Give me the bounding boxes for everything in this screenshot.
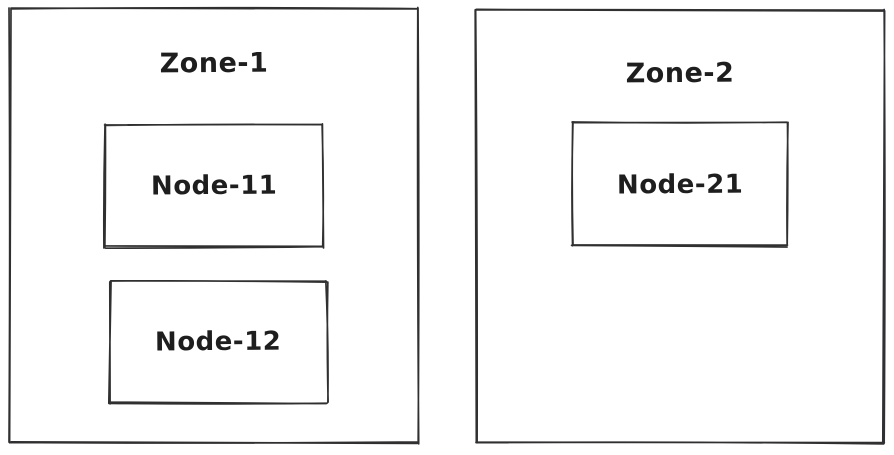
zone-2-container: Zone-2 Node-21 — [474, 8, 886, 445]
node-21-label: Node-21 — [616, 169, 744, 200]
node-21-box: Node-21 — [570, 121, 789, 248]
node-11-label: Node-11 — [150, 170, 278, 202]
zone-1-container: Zone-1 Node-11 Node-12 — [8, 6, 420, 445]
zone-1-label: Zone-1 — [159, 47, 269, 80]
node-12-box: Node-12 — [107, 279, 329, 405]
node-11-box: Node-11 — [102, 122, 325, 250]
node-12-label: Node-12 — [155, 326, 282, 358]
zone-2-label: Zone-2 — [625, 57, 735, 90]
